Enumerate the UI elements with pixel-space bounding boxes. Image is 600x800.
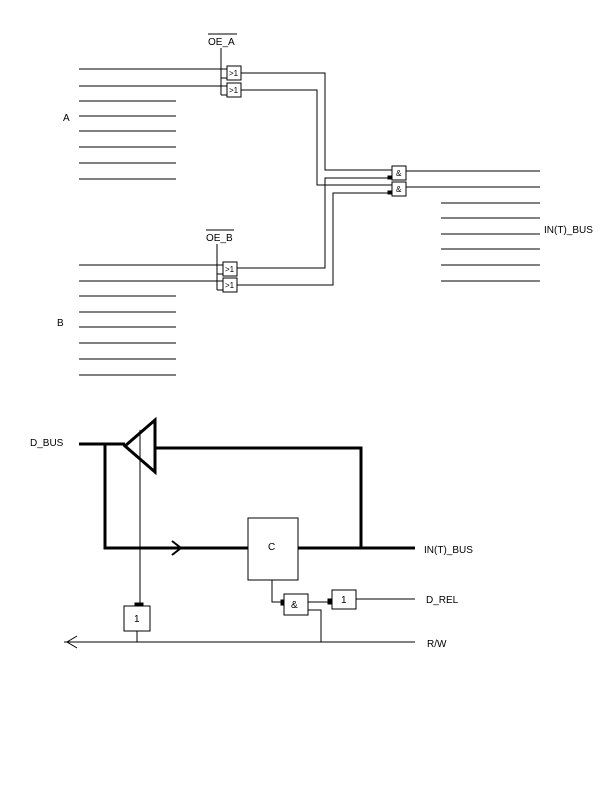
latch-control-wire bbox=[271, 580, 284, 603]
or-a2-output-wire bbox=[241, 89, 392, 186]
rw-label: R/W bbox=[427, 639, 447, 650]
or-b1-output-wire bbox=[237, 177, 392, 269]
direction-arrow-icon bbox=[171, 540, 183, 556]
or-a1-output-wire bbox=[241, 72, 392, 171]
or-gate-a1: >1 bbox=[226, 65, 242, 81]
svg-text:&: & bbox=[291, 600, 298, 611]
svg-text:>1: >1 bbox=[225, 281, 235, 290]
latch-input-wire bbox=[103, 444, 248, 550]
or-gate-a2: >1 bbox=[226, 82, 242, 98]
d-bus-label: D_BUS bbox=[30, 438, 64, 449]
int-bus-bottom-label: IN(T)_BUS bbox=[424, 545, 473, 556]
svg-text:>1: >1 bbox=[229, 69, 239, 78]
or-b2-output-wire bbox=[237, 192, 392, 286]
int-bus-top-lines bbox=[441, 202, 540, 282]
and-gate-1: & bbox=[391, 165, 407, 181]
not-gate-rw: 1 bbox=[123, 605, 151, 632]
svg-text:>1: >1 bbox=[229, 86, 239, 95]
and-gate-2: & bbox=[391, 181, 407, 197]
svg-text:&: & bbox=[396, 185, 402, 194]
bus-a-label: A bbox=[63, 113, 70, 124]
bus-a-lines bbox=[79, 68, 227, 180]
svg-text:>1: >1 bbox=[225, 265, 235, 274]
svg-text:C: C bbox=[268, 542, 275, 553]
d-rel-label: D_REL bbox=[426, 595, 459, 606]
latch-c: C bbox=[247, 517, 299, 581]
bus-b-lines bbox=[79, 264, 223, 376]
not-gate-d-rel: 1 bbox=[331, 589, 357, 610]
rw-arrow-icon bbox=[66, 635, 78, 649]
oe-a-label: OE_A bbox=[208, 37, 235, 48]
svg-text:&: & bbox=[396, 169, 402, 178]
int-bus-top-label: IN(T)_BUS bbox=[544, 225, 593, 236]
bus-b-label: B bbox=[57, 318, 64, 329]
svg-text:1: 1 bbox=[134, 614, 140, 625]
feedback-wire bbox=[155, 446, 363, 548]
or-gate-b2: >1 bbox=[222, 277, 238, 293]
or-gate-b1: >1 bbox=[222, 261, 238, 277]
svg-text:1: 1 bbox=[341, 595, 347, 606]
rw-and-input-wire bbox=[308, 609, 322, 642]
oe-b-label: OE_B bbox=[206, 233, 233, 244]
and-gate-latch: & bbox=[283, 593, 309, 616]
